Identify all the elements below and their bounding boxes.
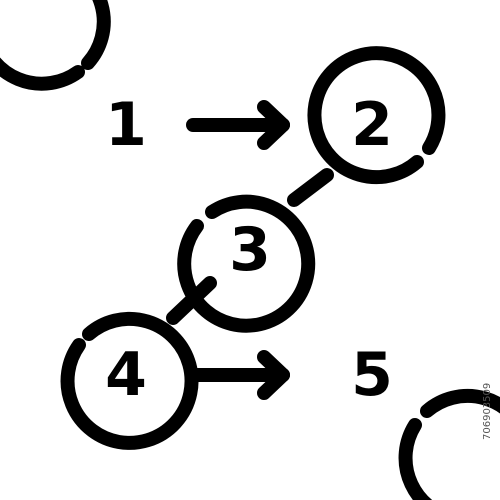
node-circle-4 xyxy=(60,311,199,450)
node-circle-1 xyxy=(0,0,111,91)
node-circle-2 xyxy=(307,46,446,185)
connector-2-3 xyxy=(287,168,334,207)
node-label-4: 4 xyxy=(105,340,147,410)
node-circle-3 xyxy=(177,194,316,333)
node-label-5: 5 xyxy=(351,340,393,410)
node-circle-5 xyxy=(398,388,500,500)
node-label-2: 2 xyxy=(351,90,393,160)
arrow-4-5 xyxy=(186,350,290,400)
arrow-1-2 xyxy=(186,100,290,150)
node-label-1: 1 xyxy=(105,90,147,160)
node-label-3: 3 xyxy=(229,215,271,285)
stock-id-watermark: 706903509 xyxy=(482,382,493,440)
